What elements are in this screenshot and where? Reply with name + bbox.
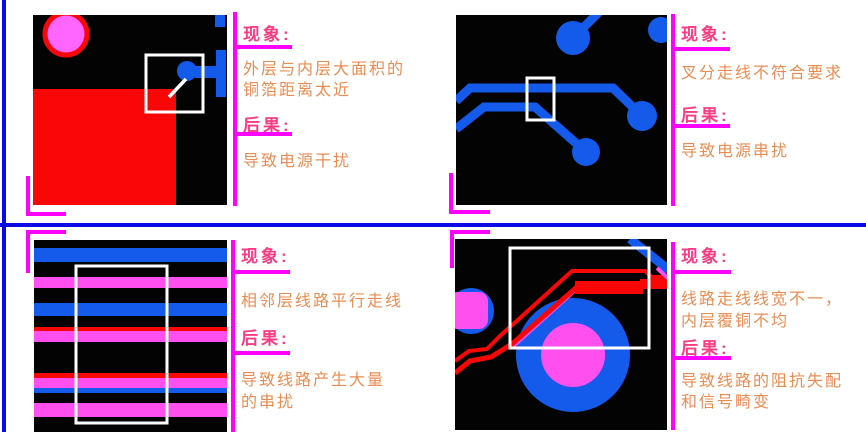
via-pad: [556, 21, 590, 55]
quadrant-bottom-left: 现象: 相邻层线路平行走线 后果: 导致线路产生大量 的串扰: [0, 227, 433, 432]
consequence-text-line: 导致线路产生大量: [241, 372, 386, 389]
phenomenon-text-line: 相邻层线路平行走线: [241, 293, 404, 310]
thin-red-trace: [455, 269, 667, 363]
consequence-label: 后果:: [681, 339, 730, 358]
consequence-text-line: 导致电源串扰: [681, 143, 790, 160]
label-underline: [232, 270, 290, 274]
big-pad-center: [541, 323, 605, 387]
via-pad: [572, 138, 600, 166]
phenomenon-label: 现象:: [681, 247, 730, 266]
stripe-blue: [34, 388, 227, 393]
highlight-box: [508, 246, 651, 350]
trace-lower: [456, 102, 589, 156]
clearance-pointer-line: [167, 77, 188, 99]
pcb-graphic: [34, 248, 227, 425]
phenomenon-text-line: 线路走线线宽不一，: [681, 291, 844, 308]
phenomenon-text-line: 叉分走线不符合要求: [681, 65, 844, 82]
center-divider-line: [0, 223, 866, 227]
stripe-magenta: [34, 403, 227, 417]
magenta-corner-trace: [655, 266, 667, 280]
corner-bracket-vertical: [450, 230, 454, 268]
stripe-magenta: [34, 277, 227, 288]
left-border-line: [2, 0, 6, 432]
label-underline: [672, 270, 731, 274]
pcb-graphic: [33, 15, 226, 205]
red-trace-tail: [640, 279, 667, 289]
left-pad-square: [455, 292, 488, 329]
callout-separator-line: [671, 242, 675, 430]
consequence-text-line: 导致线路的阻抗失配: [681, 373, 844, 390]
label-underline: [672, 124, 730, 128]
label-underline: [234, 132, 292, 136]
red-trace-diagonal: [455, 284, 580, 375]
label-underline: [672, 47, 730, 51]
label-underline: [234, 45, 292, 49]
callout-separator-line: [671, 14, 675, 206]
highlight-box: [74, 264, 169, 425]
consequence-label: 后果:: [241, 329, 290, 348]
stripe-red: [34, 327, 227, 331]
pcb-graphic: [456, 15, 667, 166]
pcb-image-copper-clearance: [33, 15, 227, 205]
pcb-image-uneven-width: [455, 239, 667, 430]
corner-bracket-horizontal: [449, 210, 490, 214]
highlight-box: [525, 76, 556, 122]
stripe-blue: [34, 248, 227, 262]
pcb-graphic: [455, 239, 667, 412]
stripe-magenta: [34, 378, 227, 388]
blue-stub-top: [215, 15, 225, 27]
consequence-text-line: 和信号畸变: [681, 394, 772, 411]
phenomenon-text-line: 铜箔距离太近: [243, 82, 352, 99]
corner-bracket-horizontal: [26, 230, 66, 234]
blue-pad: [177, 61, 197, 81]
corner-bracket-vertical: [26, 230, 30, 273]
quadrant-bottom-right: 现象: 线路走线线宽不一， 内层覆铜不均 后果: 导致线路的阻抗失配 和信号畸变: [433, 227, 866, 432]
consequence-text-line: 的串扰: [241, 394, 296, 411]
stripe-magenta: [34, 331, 227, 342]
stripe-blue: [34, 303, 227, 316]
red-trace-wide-segment: [575, 281, 643, 294]
consequence-text-line: 导致电源干扰: [243, 153, 352, 170]
callout-separator-line: [231, 240, 235, 432]
via-pad: [648, 17, 667, 43]
phenomenon-label: 现象:: [681, 25, 730, 44]
consequence-label: 后果:: [681, 106, 730, 125]
quadrant-top-left: 现象: 外层与内层大面积的 铜箔距离太近 后果: 导致电源干扰: [0, 0, 433, 223]
pad-violet-circle: [42, 15, 90, 58]
corner-bracket-vertical: [26, 176, 30, 216]
blue-arm: [195, 66, 217, 78]
trace-upper: [456, 83, 646, 120]
corner-bracket-horizontal: [450, 230, 490, 234]
quadrant-top-right: 现象: 叉分走线不符合要求 后果: 导致电源串扰: [433, 0, 866, 223]
copper-pour-red: [33, 89, 176, 205]
corner-bracket-vertical: [449, 173, 453, 214]
consequence-label: 后果:: [243, 116, 292, 135]
phenomenon-label: 现象:: [243, 25, 292, 44]
label-underline: [232, 351, 290, 355]
label-underline: [672, 356, 731, 360]
stripe-red: [34, 373, 227, 378]
phenomenon-text-line: 内层覆铜不均: [681, 313, 790, 330]
phenomenon-label: 现象:: [241, 247, 290, 266]
corner-bracket-horizontal: [26, 212, 66, 216]
pcb-image-parallel-stripes: [34, 240, 227, 432]
blue-bar: [216, 50, 226, 97]
callout-separator-line: [233, 12, 237, 206]
pcb-image-forked-traces: [456, 15, 667, 205]
phenomenon-text-line: 外层与内层大面积的: [243, 61, 406, 78]
via-pad: [627, 101, 657, 131]
highlight-box: [144, 53, 205, 114]
